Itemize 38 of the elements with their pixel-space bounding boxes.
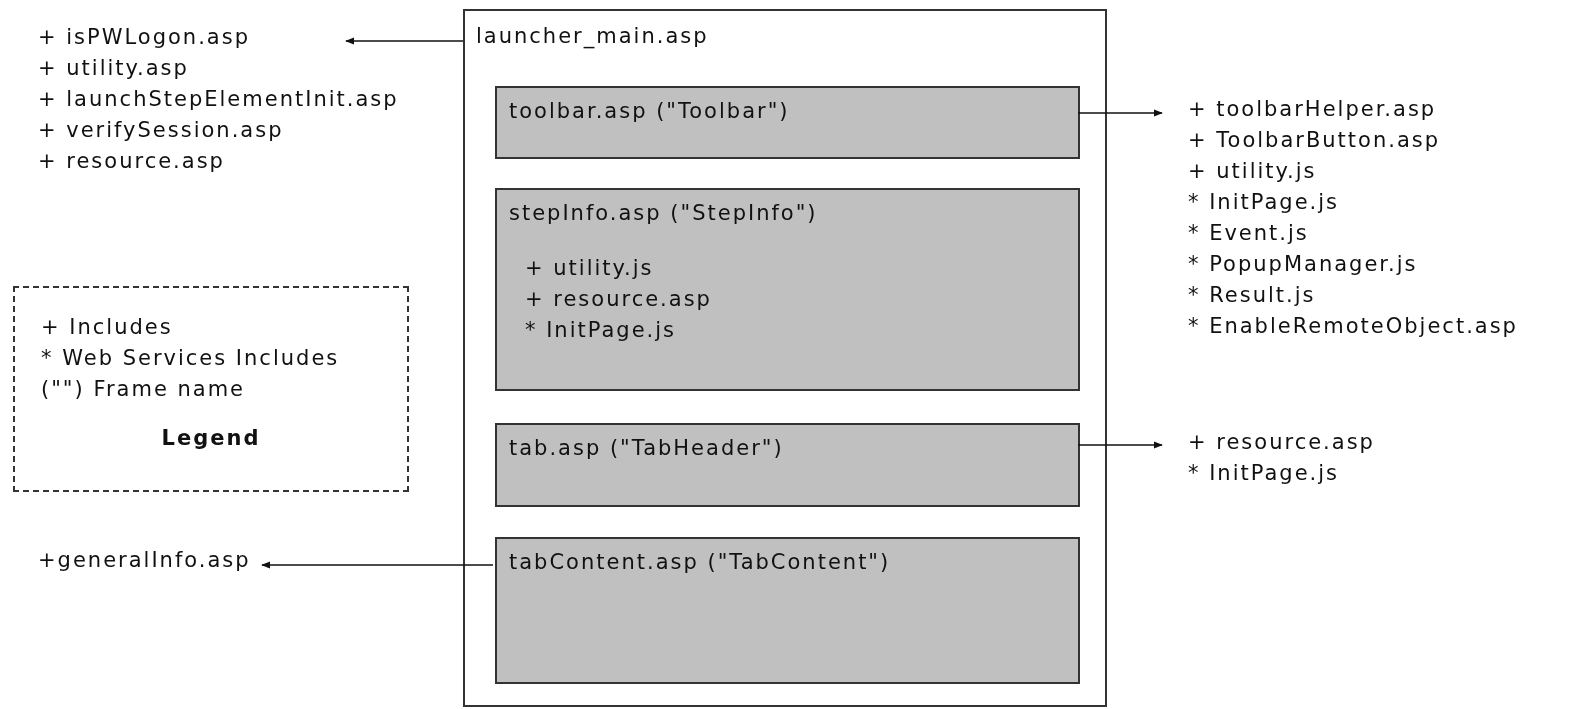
arrow <box>261 561 494 569</box>
include-item: + verifySession.asp <box>38 117 284 144</box>
include-item: * Result.js <box>1188 282 1316 309</box>
legend-title: Legend <box>161 425 261 452</box>
legend-item: * Web Services Includes <box>41 345 340 372</box>
include-item: + resource.asp <box>1188 429 1375 456</box>
include-item: * InitPage.js <box>525 317 677 344</box>
frame-box <box>495 86 1080 159</box>
include-item: * Event.js <box>1188 220 1309 247</box>
include-item: + utility.js <box>525 255 654 282</box>
arrow <box>1077 109 1163 117</box>
include-item: + resource.asp <box>525 286 712 313</box>
include-item: + resource.asp <box>38 148 225 175</box>
include-item: + utility.js <box>1188 158 1317 185</box>
include-item: + toolbarHelper.asp <box>1188 96 1437 123</box>
include-item: * EnableRemoteObject.asp <box>1188 313 1518 340</box>
frame-label: stepInfo.asp ("StepInfo") <box>509 200 818 227</box>
frame-label: tabContent.asp ("TabContent") <box>509 549 891 576</box>
include-item: * InitPage.js <box>1188 189 1340 216</box>
legend-box <box>13 286 409 492</box>
frame-box <box>495 537 1080 684</box>
arrow <box>345 37 464 45</box>
frame-label: launcher_main.asp <box>476 23 709 51</box>
include-item: +generalInfo.asp <box>38 547 251 574</box>
frame-box <box>463 9 1107 707</box>
arrow <box>1077 441 1163 449</box>
frame-box <box>495 423 1080 507</box>
include-item: * InitPage.js <box>1188 460 1340 487</box>
legend-item: ("") Frame name <box>41 376 246 403</box>
legend-item: + Includes <box>41 314 173 341</box>
include-item: + ToolbarButton.asp <box>1188 127 1441 154</box>
frame-label: toolbar.asp ("Toolbar") <box>509 98 790 125</box>
frame-label: tab.asp ("TabHeader") <box>509 435 784 462</box>
include-item: + utility.asp <box>38 55 189 82</box>
include-item: + isPWLogon.asp <box>38 24 250 51</box>
frame-box <box>495 188 1080 391</box>
include-item: * PopupManager.js <box>1188 251 1418 278</box>
include-item: + launchStepElementInit.asp <box>38 86 399 113</box>
